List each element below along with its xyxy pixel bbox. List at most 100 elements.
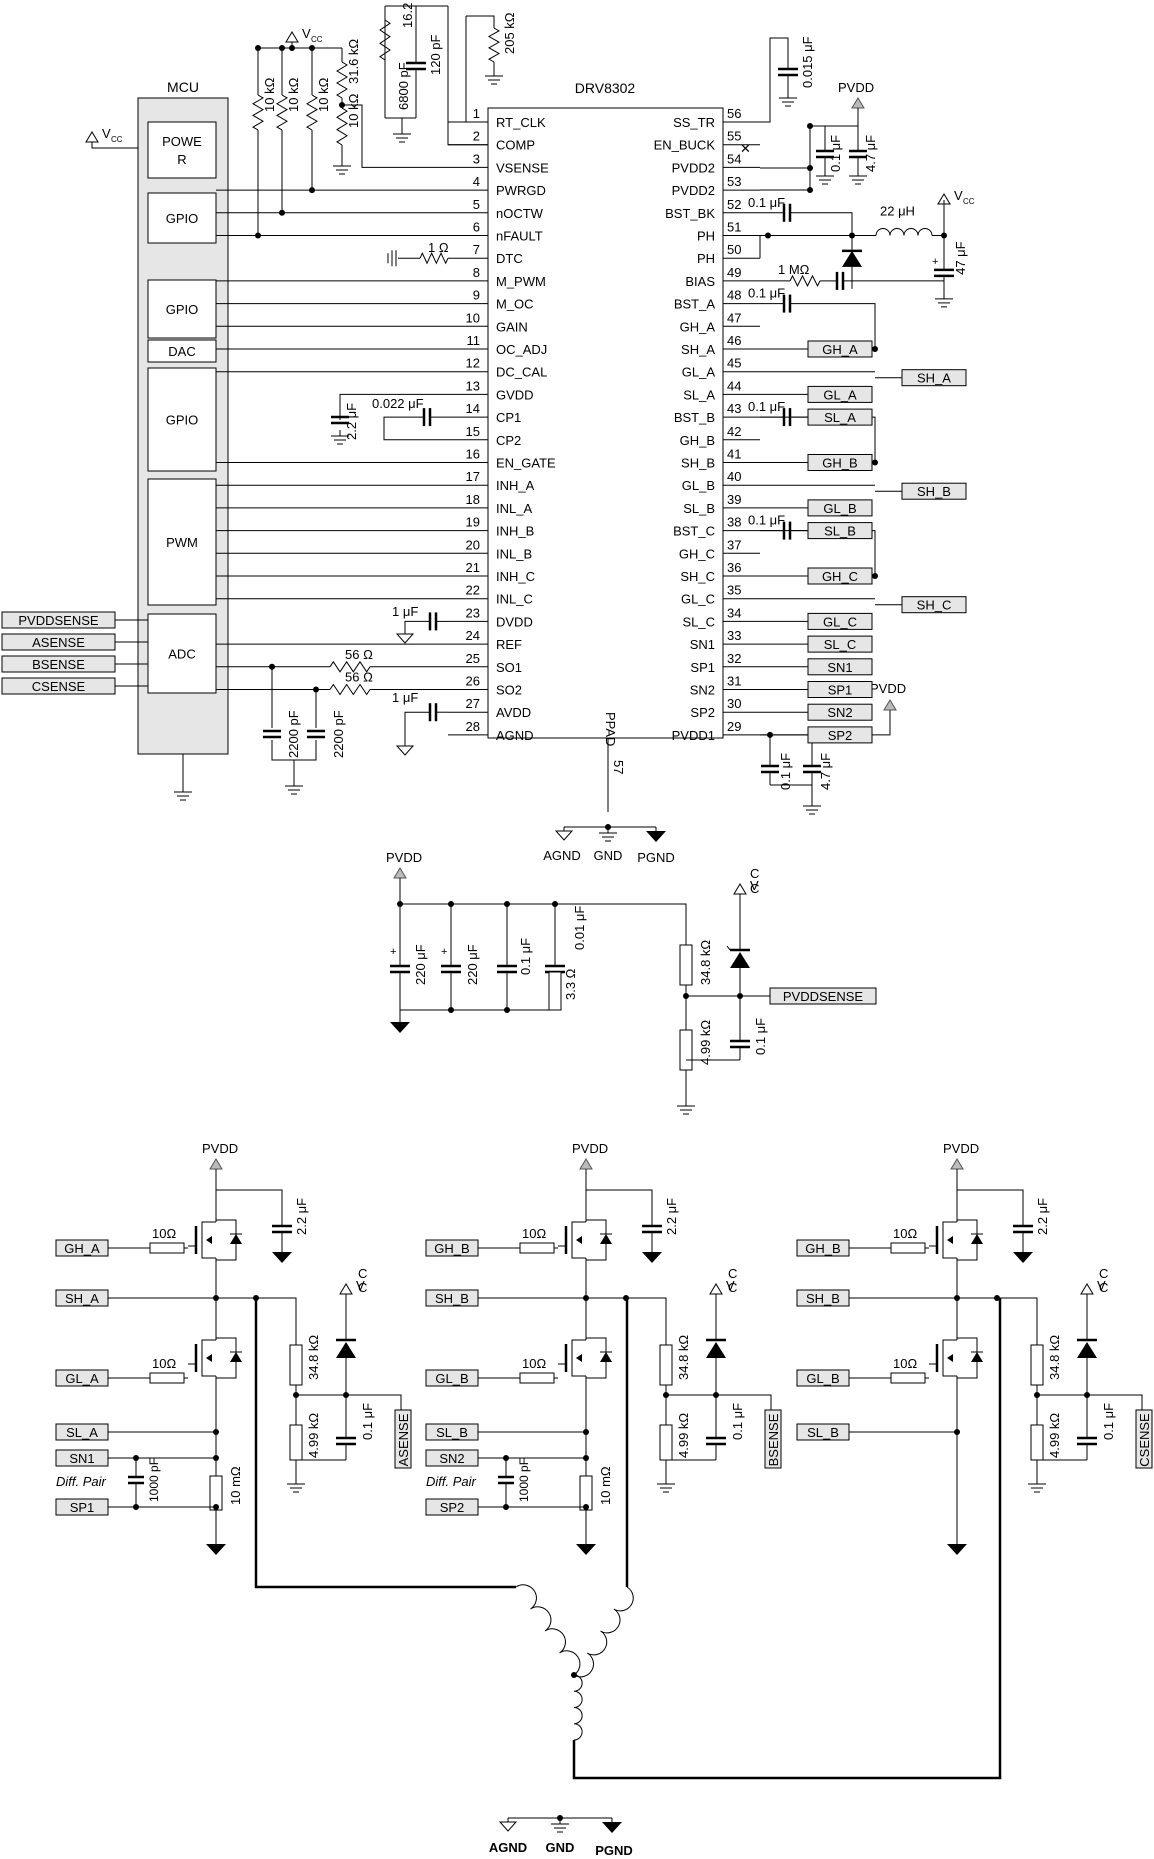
wire bbox=[760, 37, 789, 123]
label: V bbox=[102, 126, 111, 141]
pin-name: BST_A bbox=[674, 297, 716, 312]
c-22u: 2.2 μF bbox=[344, 403, 359, 440]
zener-diode bbox=[1077, 1342, 1097, 1358]
pin-name: nOCTW bbox=[496, 206, 544, 221]
r-31k6: 31.6 kΩ bbox=[346, 39, 361, 84]
resistor bbox=[289, 1344, 303, 1386]
pin-name: PVDD2 bbox=[672, 183, 715, 198]
net-label bbox=[901, 482, 967, 500]
agnd-label: AGND bbox=[543, 848, 581, 863]
resistor bbox=[329, 660, 371, 673]
net-label: GL_A bbox=[823, 387, 857, 402]
wire bbox=[760, 168, 811, 191]
label: CC bbox=[311, 35, 323, 44]
wire bbox=[215, 1169, 283, 1225]
pin-number: 14 bbox=[466, 401, 480, 416]
agnd-symbol bbox=[395, 745, 415, 756]
pgnd-symbol bbox=[642, 1252, 662, 1263]
net-label: GH_C bbox=[822, 569, 858, 584]
pin-name: SO1 bbox=[496, 660, 522, 675]
fet-arrow bbox=[206, 1236, 212, 1244]
pgnd-symbol bbox=[947, 1544, 967, 1555]
adc-input-label: PVDDSENSE bbox=[18, 613, 99, 628]
junction-dot bbox=[255, 232, 261, 239]
sense-label: BSENSE bbox=[766, 1413, 781, 1466]
label: V bbox=[356, 1278, 365, 1293]
c-1000p: 1000 pF bbox=[147, 1458, 161, 1502]
drv8302-chip: DRV83021RT_CLK2COMP3VSENSE4PWRGD5nOCTW6n… bbox=[448, 80, 760, 812]
pin-number: 36 bbox=[727, 560, 741, 575]
net-label: SN1 bbox=[827, 660, 852, 675]
c-22u: 2.2 μF bbox=[294, 1198, 309, 1235]
net-label bbox=[807, 385, 873, 403]
inductor bbox=[875, 228, 933, 236]
supply-arrow bbox=[950, 1158, 964, 1170]
r-348k: 34.8 kΩ bbox=[1047, 1335, 1062, 1380]
wire bbox=[383, 416, 448, 441]
supply-arrow bbox=[579, 1158, 593, 1170]
resistor bbox=[487, 27, 501, 63]
wire bbox=[339, 393, 448, 420]
pin-name: REF bbox=[496, 637, 522, 652]
r-1ohm: 1 Ω bbox=[428, 240, 449, 255]
gate-label: GH_A bbox=[64, 1241, 100, 1256]
net-label: GH_A bbox=[822, 342, 858, 357]
pin-name: DTC bbox=[496, 251, 523, 266]
junction-dot bbox=[872, 573, 878, 579]
pgnd-label: PGND bbox=[637, 850, 675, 865]
junction-dot bbox=[448, 1007, 454, 1013]
label: V bbox=[750, 878, 759, 893]
c-1000p: 1000 pF bbox=[517, 1458, 531, 1502]
c-01u: 0.1 μF bbox=[1101, 1403, 1116, 1440]
vc-sup: C bbox=[750, 866, 759, 881]
pin-number: 55 bbox=[727, 129, 741, 144]
agnd-symbol bbox=[395, 633, 415, 644]
c-0015u: 0.015 μF bbox=[800, 36, 815, 88]
resistor bbox=[789, 274, 821, 288]
fet-arrow bbox=[206, 1354, 212, 1362]
resistor bbox=[149, 1242, 185, 1254]
net-label bbox=[807, 408, 873, 426]
supply-arrow bbox=[85, 131, 99, 143]
pgnd-symbol bbox=[1013, 1252, 1033, 1263]
pin-number: 52 bbox=[727, 197, 741, 212]
pin-name: GH_B bbox=[680, 433, 715, 448]
junction-dot bbox=[279, 209, 285, 216]
resistor bbox=[679, 1029, 693, 1071]
pin-name: GAIN bbox=[496, 319, 528, 334]
pin-name: PH bbox=[697, 229, 715, 244]
mcu-block bbox=[147, 192, 217, 244]
pin-number: 28 bbox=[466, 719, 480, 734]
pin-number: 42 bbox=[727, 424, 741, 439]
pin-number: 31 bbox=[727, 674, 741, 689]
pin-name: PVDD2 bbox=[672, 160, 715, 175]
gate-label: GL_B bbox=[806, 1371, 839, 1386]
pgnd-symbol bbox=[390, 1022, 410, 1033]
pin-name: GL_A bbox=[682, 365, 716, 380]
chip-body bbox=[487, 107, 724, 739]
supply-arrow bbox=[883, 699, 897, 711]
pin-name: CP1 bbox=[496, 410, 521, 425]
sh-label: SH_A bbox=[65, 1291, 99, 1306]
supply-arrow bbox=[339, 1283, 353, 1295]
r-10k: 10 kΩ bbox=[262, 77, 277, 112]
sense-label: CSENSE bbox=[1137, 1413, 1152, 1467]
pin-name: AVDD bbox=[496, 705, 531, 720]
net-label bbox=[807, 726, 873, 744]
pin-name: SH_A bbox=[681, 342, 715, 357]
pin-name: INH_B bbox=[496, 524, 534, 539]
pin-name: VSENSE bbox=[496, 160, 549, 175]
pvdd-label: PVDD bbox=[943, 1141, 979, 1156]
resistor bbox=[890, 1242, 926, 1254]
pin-name: BST_BK bbox=[665, 206, 715, 221]
pin-name: DVDD bbox=[496, 614, 533, 629]
pin-number: 53 bbox=[727, 174, 741, 189]
pin-name: BST_C bbox=[673, 524, 715, 539]
pin-number: 56 bbox=[727, 106, 741, 121]
resistor bbox=[519, 1372, 555, 1384]
c-01u: 0.1 μF bbox=[748, 286, 785, 301]
